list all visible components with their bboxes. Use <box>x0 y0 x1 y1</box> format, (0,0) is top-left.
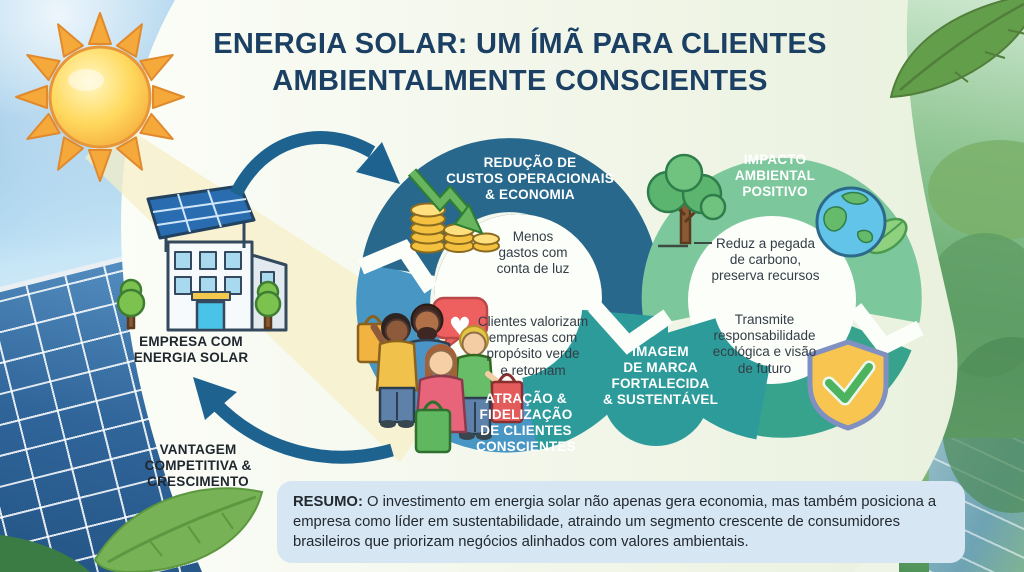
arrow-to-cycle-icon <box>230 131 400 197</box>
coins-decline-icon <box>407 168 500 254</box>
step-title-imagem: IMAGEM DE MARCA FORTALECIDA & SUSTENTÁVE… <box>602 344 719 407</box>
solar-panel-icon <box>146 184 256 252</box>
tree-icon <box>646 153 727 248</box>
step-detail-impacto: Reduz a pegada de carbono, preserva recu… <box>711 236 820 284</box>
step-detail-atracao: Clientes valorizam empresas com propósit… <box>477 314 589 378</box>
resumo-text: O investimento em energia solar não apen… <box>293 494 937 551</box>
resumo-card: RESUMO: O investimento em energia solar … <box>277 481 965 564</box>
flow-chevrons <box>357 239 924 357</box>
leaf-decoration-top-right <box>889 0 1024 99</box>
step-title-atracao: ATRAÇÃO & FIDELIZAÇÃO DE CLIENTES CONSCI… <box>476 391 576 454</box>
earth-leaf-icon <box>815 186 908 258</box>
shoppers-illustration <box>356 303 524 454</box>
building-label: EMPRESA COM ENERGIA SOLAR <box>133 334 249 365</box>
sun-icon <box>15 12 185 182</box>
arrow-to-growth-icon <box>193 377 394 464</box>
step-title-impacto: IMPACTO AMBIENTAL POSITIVO <box>734 152 816 199</box>
step-detail-imagem: Transmite responsabilidade ecológica e v… <box>712 312 817 376</box>
leaf-decoration-bottom-left <box>0 487 264 572</box>
tree-icon <box>116 278 282 330</box>
building-illustration <box>116 184 288 332</box>
outcome-label: VANTAGEM COMPETITIVA & CRESCIMENTO <box>144 442 252 489</box>
step-title-reducao: REDUÇÃO DE CUSTOS OPERACIONAIS & ECONOMI… <box>446 155 614 202</box>
page-title: ENERGIA SOLAR: UM ÍMÃ PARA CLIENTES AMBI… <box>213 28 827 98</box>
step-detail-reducao: Menos gastos com conta de luz <box>496 229 570 277</box>
shield-check-icon <box>807 339 889 431</box>
resumo-label: RESUMO: <box>293 494 363 510</box>
hub-right <box>688 216 856 384</box>
